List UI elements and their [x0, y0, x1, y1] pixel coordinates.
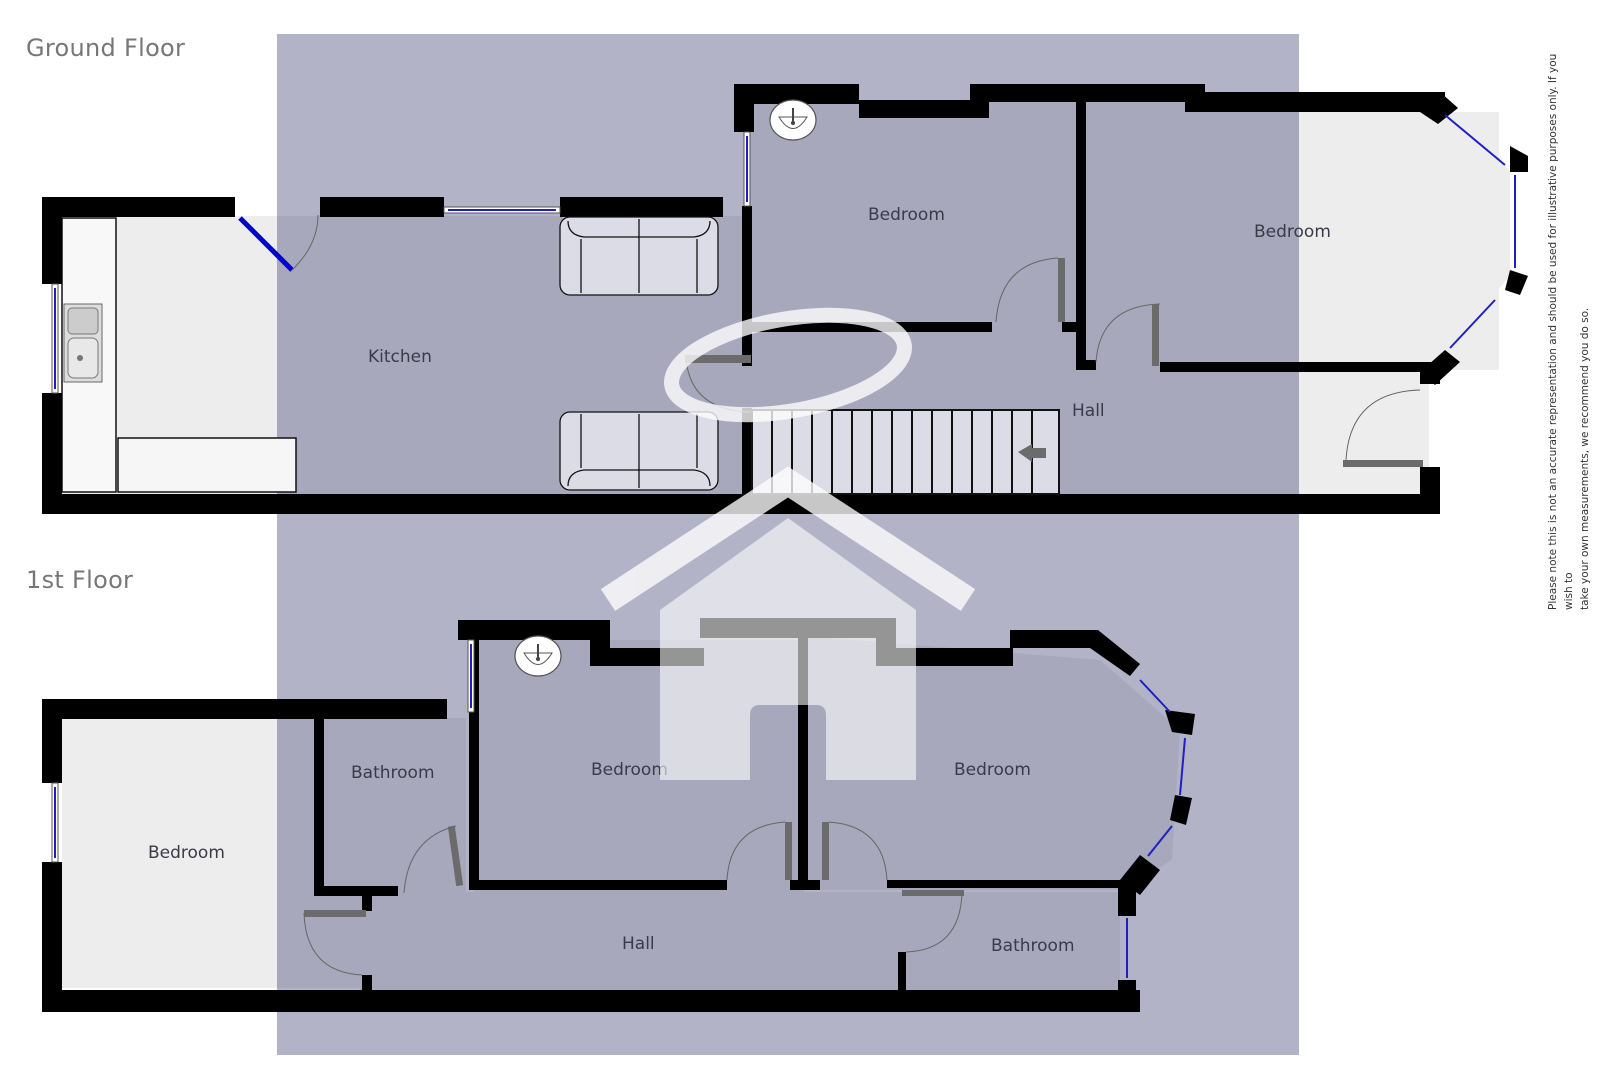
room-label-kitchen: Kitchen [368, 347, 432, 367]
room-label-bedroom-rear: Bedroom [148, 843, 225, 863]
window-icon [51, 114, 1516, 394]
sink-icon [63, 303, 103, 383]
wash-basin-icon [769, 99, 817, 141]
first-floor-plan: Bedroom Bathroom Bedroom Bedroom Hall Ba… [42, 618, 1195, 1012]
room-label-hall: Hall [1072, 401, 1105, 421]
room-label-bathroom-front: Bathroom [991, 936, 1075, 956]
room-label-bedroom-rear: Bedroom [868, 205, 945, 225]
room-label-bedroom-front: Bedroom [1254, 222, 1331, 242]
door-icon [238, 216, 294, 272]
sofa-icon [559, 411, 719, 491]
room-label-bedroom-middle: Bedroom [591, 760, 668, 780]
ground-floor-title: Ground Floor [26, 34, 186, 62]
house-watermark-icon [600, 307, 976, 780]
sofa-icon [559, 216, 719, 296]
wash-basin-icon [514, 635, 562, 677]
window-icon [51, 639, 1186, 978]
disclaimer-line-2: take your own measurements, we recommend… [1579, 307, 1591, 610]
first-floor-title: 1st Floor [26, 566, 134, 594]
ground-floor-plan: Kitchen Bedroom Bedroom Hall [42, 84, 1528, 514]
disclaimer-line-1: Please note this is not an accurate repr… [1547, 53, 1575, 610]
room-label-hall: Hall [622, 934, 655, 954]
room-label-bathroom-rear: Bathroom [351, 763, 435, 783]
disclaimer-note: Please note this is not an accurate repr… [1545, 50, 1593, 610]
room-label-bedroom-front: Bedroom [954, 760, 1031, 780]
